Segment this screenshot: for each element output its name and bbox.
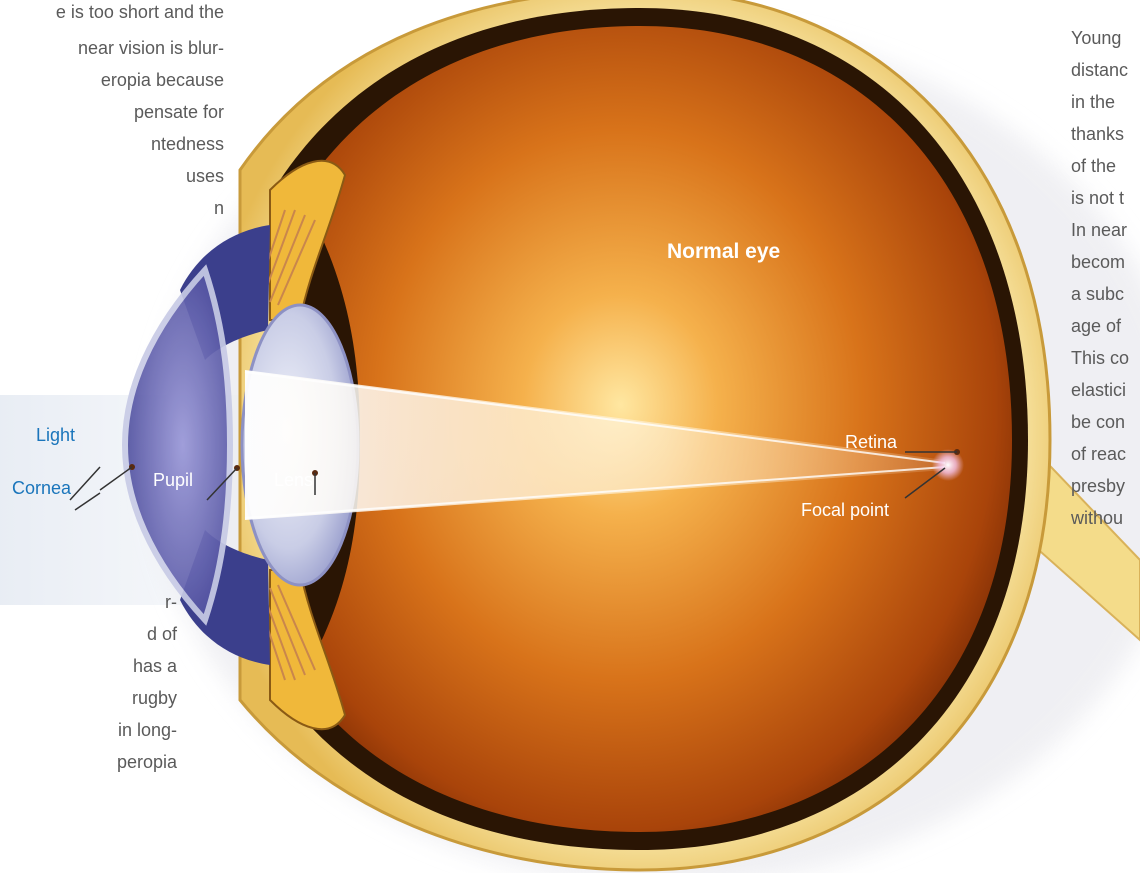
text-line: thanks: [1071, 118, 1140, 150]
text-line: e is too short and the: [0, 0, 224, 28]
text-line: in long-: [0, 714, 177, 746]
text-line: is not t: [1071, 182, 1140, 214]
text-line: Young: [1071, 22, 1140, 54]
left-paragraph-bottom: r- d of has a rugby in long- peropia tig…: [0, 586, 200, 786]
text-line: age of: [1071, 310, 1140, 342]
label-retina: Retina: [845, 432, 897, 453]
text-line: be con: [1071, 406, 1140, 438]
right-paragraph: Young distanc in the thanks of the is no…: [1071, 22, 1140, 602]
text-line: d of: [0, 618, 177, 650]
diagram-title: Normal eye: [667, 240, 780, 264]
text-line: uses: [0, 160, 224, 192]
text-line: ntedness: [0, 128, 224, 160]
text-line: a subc: [1071, 278, 1140, 310]
label-lens: Lens: [274, 470, 313, 491]
text-line: This co: [1071, 342, 1140, 374]
left-paragraph-top: e is too short and the near vision is bl…: [0, 0, 240, 240]
text-line: eropia because: [0, 64, 224, 96]
label-focal-point: Focal point: [801, 500, 889, 521]
text-line: n: [0, 192, 224, 224]
text-line: of the: [1071, 150, 1140, 182]
text-line: pensate for: [0, 96, 224, 128]
text-line: rugby: [0, 682, 177, 714]
label-light: Light: [36, 425, 75, 446]
text-line: has a: [0, 650, 177, 682]
text-line: in the: [1071, 86, 1140, 118]
text-line: elastici: [1071, 374, 1140, 406]
text-line: peropia: [0, 746, 177, 778]
text-line: distanc: [1071, 54, 1140, 86]
text-line: In near: [1071, 214, 1140, 246]
text-line: presby: [1071, 470, 1140, 502]
text-line: near vision is blur-: [0, 32, 224, 64]
label-cornea: Cornea: [12, 478, 71, 499]
text-line: r-: [0, 586, 177, 618]
text-line: tigmatism.: [0, 778, 177, 786]
text-line: withou: [1071, 502, 1140, 534]
text-line: of reac: [1071, 438, 1140, 470]
label-pupil: Pupil: [153, 470, 193, 491]
text-line: becom: [1071, 246, 1140, 278]
